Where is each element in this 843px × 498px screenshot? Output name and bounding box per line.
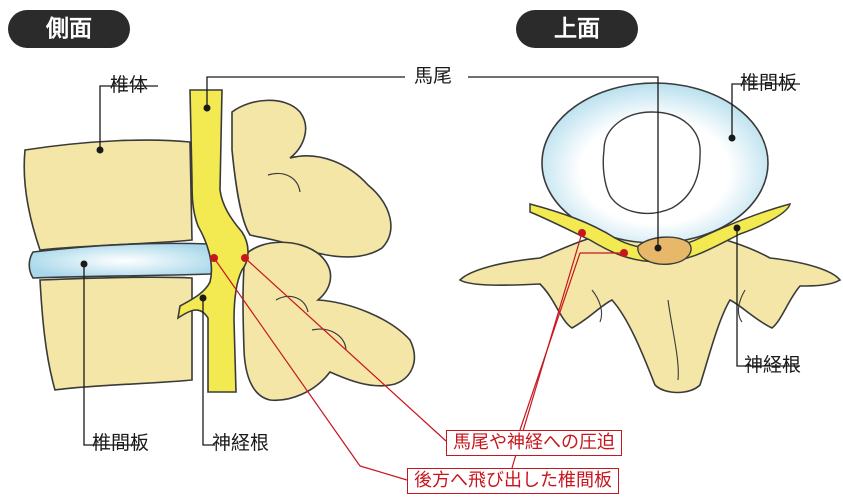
callout-compression: 馬尾や神経への圧迫 <box>446 430 622 456</box>
callout-herniated-disc: 後方へ飛び出した椎間板 <box>407 468 619 494</box>
top-view <box>460 83 840 393</box>
side-view <box>24 90 414 400</box>
posterior-element-lower <box>243 242 414 400</box>
disc-side-shape <box>29 243 219 278</box>
label-nerve-root-side: 神経根 <box>212 432 269 454</box>
side-view-pill: 側面 <box>8 10 130 48</box>
vertebral-body-upper <box>24 140 192 250</box>
label-nerve-root-top: 神経根 <box>744 354 801 376</box>
top-view-pill: 上面 <box>516 10 638 48</box>
posterior-element-upper <box>232 100 391 257</box>
label-disc-top: 椎間板 <box>740 72 797 94</box>
vertebral-body-lower <box>40 277 192 390</box>
label-disc-side: 椎間板 <box>92 432 149 454</box>
disc-top-nucleus <box>603 112 700 213</box>
label-vertebral-body: 椎体 <box>110 74 148 96</box>
herniated-disc-top <box>638 237 691 264</box>
label-cauda-equina: 馬尾 <box>414 65 452 87</box>
